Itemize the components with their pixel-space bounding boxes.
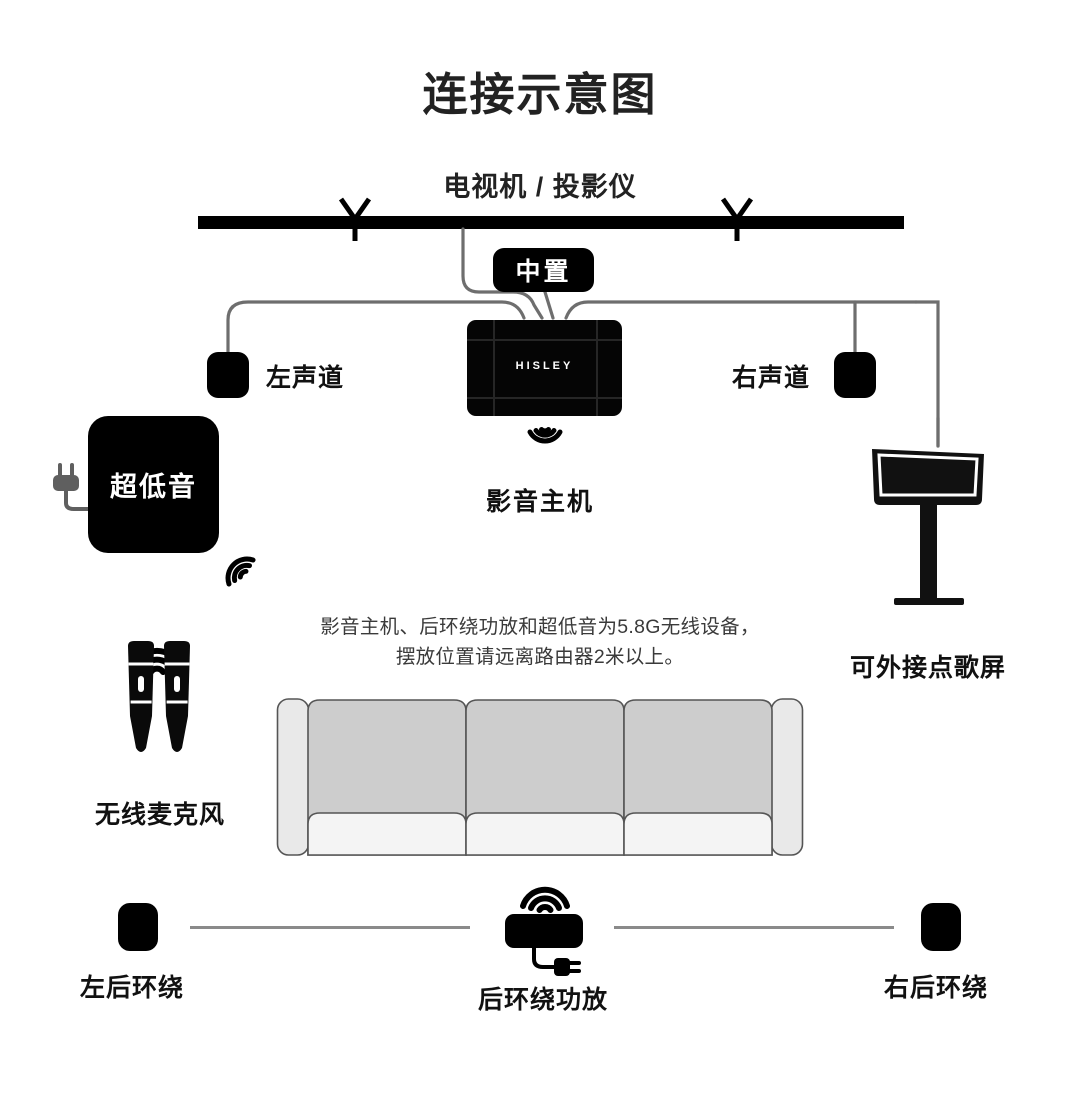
wifi-signal-icon — [206, 537, 256, 588]
y-mount-mark-right-icon — [720, 197, 754, 243]
page-title: 连接示意图 — [422, 69, 658, 120]
right-channel-label: 右声道 — [732, 364, 811, 392]
karaoke-screen-icon — [866, 443, 990, 625]
unit-grid-line — [467, 397, 622, 399]
right-rear-surround-icon — [921, 903, 961, 951]
tv-projector-label: 电视机 / 投影仪 — [443, 172, 637, 202]
wifi-signal-down-icon — [524, 427, 566, 461]
rear-surround-amp-label: 后环绕功放 — [478, 986, 609, 1014]
right-rear-surround-label: 右后环绕 — [884, 974, 989, 1002]
left-rear-surround-label: 左后环绕 — [80, 974, 185, 1002]
main-unit-brand: HISLEY — [515, 360, 574, 372]
wifi-signal-icon — [519, 880, 571, 917]
unit-grid-line — [493, 320, 495, 416]
unit-grid-line — [467, 339, 622, 341]
rear-surround-amp-icon — [505, 914, 583, 948]
microphone-pair-icon — [116, 640, 200, 758]
left-rear-surround-icon — [118, 903, 158, 951]
wireless-note-line1: 影音主机、后环绕功放和超低音为5.8G无线设备， — [320, 616, 760, 638]
left-channel-speaker-icon — [207, 352, 249, 398]
center-speaker-module: 中置 — [493, 248, 594, 292]
unit-grid-line — [596, 320, 598, 416]
main-av-unit-icon: HISLEY — [467, 320, 622, 416]
rear-right-connector-line — [614, 926, 894, 929]
right-channel-speaker-icon — [834, 352, 876, 398]
tv-bar-icon — [198, 216, 904, 229]
karaoke-screen-label: 可外接点歌屏 — [849, 654, 1006, 682]
wireless-note: 影音主机、后环绕功放和超低音为5.8G无线设备， 摆放位置请远离路由器2米以上。 — [270, 612, 810, 672]
subwoofer-label: 超低音 — [110, 472, 197, 502]
three-seat-sofa-icon — [276, 689, 804, 857]
power-plug-icon — [50, 457, 98, 522]
wireless-note-line2: 摆放位置请远离路由器2米以上。 — [395, 646, 685, 668]
microphone-label: 无线麦克风 — [94, 801, 225, 829]
left-channel-label: 左声道 — [266, 364, 345, 392]
power-plug-icon — [527, 945, 583, 993]
subwoofer-icon: 超低音 — [88, 416, 219, 553]
center-speaker-label: 中置 — [515, 258, 572, 286]
rear-left-connector-line — [190, 926, 470, 929]
y-mount-mark-left-icon — [338, 197, 372, 243]
main-unit-label: 影音主机 — [485, 488, 594, 516]
